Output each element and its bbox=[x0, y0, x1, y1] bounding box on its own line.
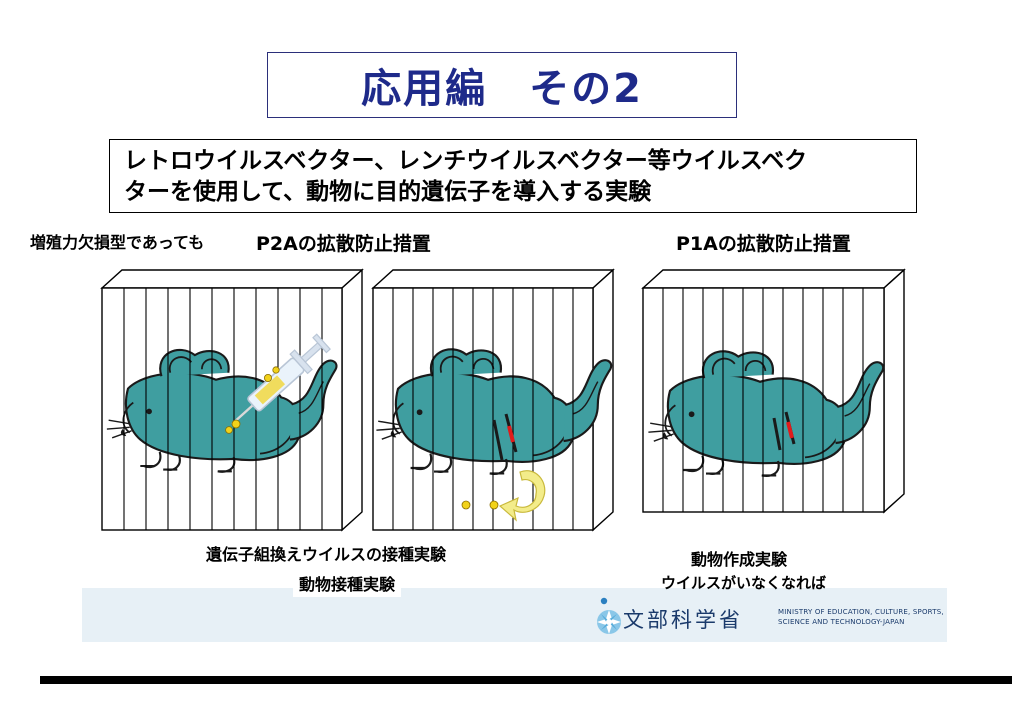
virus-particles bbox=[225, 366, 499, 510]
syringe-icon bbox=[231, 333, 331, 425]
animal-inoculation-caption: 動物接種実験 bbox=[293, 569, 402, 597]
subtitle-box: レトロウイルスベクター、レンチウイルスベクター等ウイルスベク ターを使用して、動… bbox=[109, 139, 917, 213]
return-arrow-icon bbox=[498, 470, 546, 522]
p1a-containment-label: P1Aの拡散防止措置 bbox=[676, 233, 851, 255]
gene-marker bbox=[492, 413, 518, 461]
mext-name-en: MINISTRY OF EDUCATION, CULTURE, SPORTS, … bbox=[778, 607, 944, 627]
slide-title: 応用編 その2 bbox=[361, 66, 643, 112]
slide-title-box: 応用編 その2 bbox=[267, 52, 737, 118]
mext-flower-logo-icon bbox=[597, 597, 621, 634]
mext-name-jp: 文部科学省 bbox=[623, 608, 743, 632]
cage-bars bbox=[123, 288, 864, 530]
animal-creation-caption: 動物作成実験 bbox=[691, 550, 788, 569]
bottom-divider-bar bbox=[40, 676, 1012, 684]
subtitle-line-2: ターを使用して、動物に目的遺伝子を導入する実験 bbox=[124, 179, 652, 205]
mext-name-en-line-1: MINISTRY OF EDUCATION, CULTURE, SPORTS, bbox=[778, 608, 944, 616]
inoculation-caption: 遺伝子組換えウイルスの接種実験 bbox=[206, 545, 447, 564]
propagation-deficient-label: 増殖力欠損型であっても bbox=[30, 233, 205, 252]
footer-band bbox=[82, 588, 947, 642]
p2a-containment-label: P2Aの拡散防止措置 bbox=[256, 233, 431, 255]
gene-marker bbox=[772, 411, 796, 451]
mext-name-en-line-2: SCIENCE AND TECHNOLOGY-JAPAN bbox=[778, 618, 905, 626]
subtitle-line-1: レトロウイルスベクター、レンチウイルスベクター等ウイルスベク bbox=[124, 148, 808, 174]
virus-gone-caption: ウイルスがいなくなれば bbox=[661, 574, 827, 592]
